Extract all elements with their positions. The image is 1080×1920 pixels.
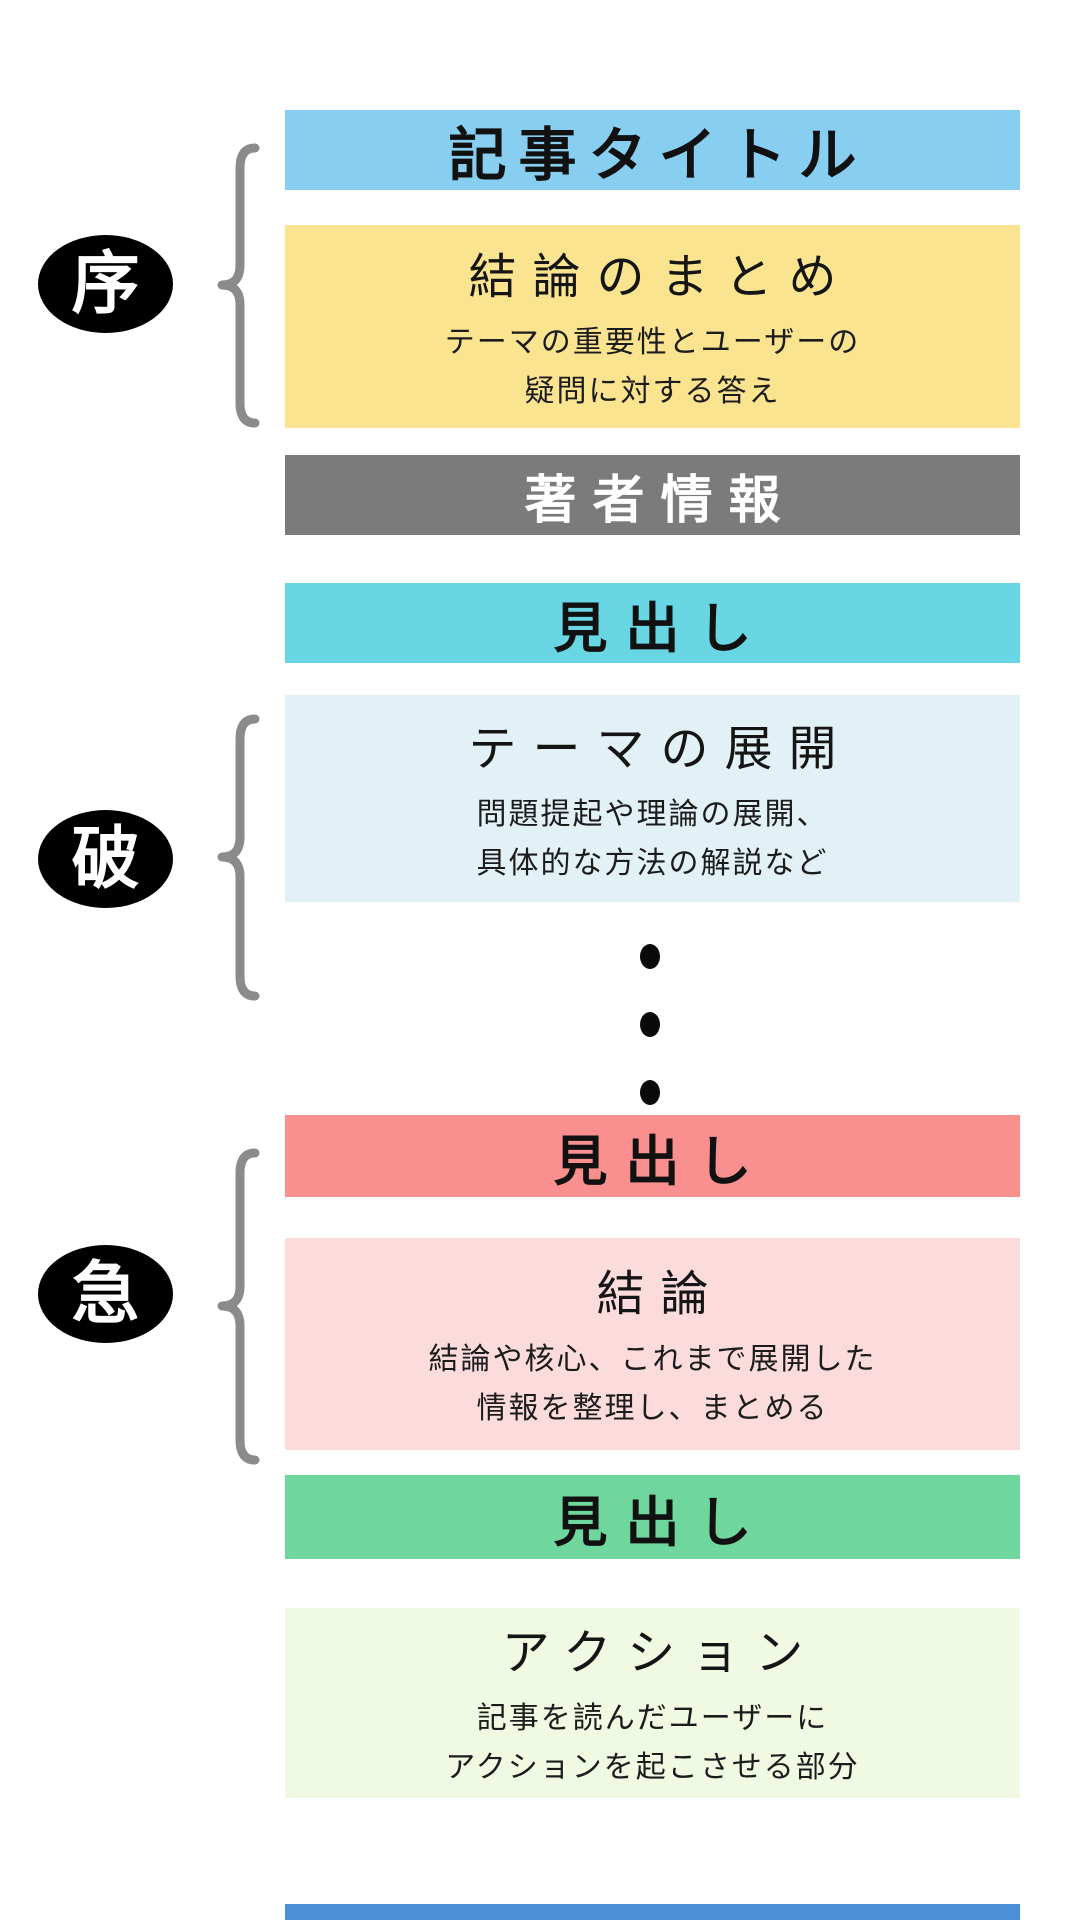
next-heading-bar-cutoff	[285, 1904, 1020, 1920]
conclusion-heading-bar: 見出し	[285, 1115, 1020, 1197]
stage-pill-jo: 序	[38, 235, 173, 333]
summary-box: 結論のまとめ テーマの重要性とユーザーの 疑問に対する答え	[285, 225, 1020, 428]
vertical-ellipsis-dot-2	[640, 1012, 660, 1037]
summary-desc-line2: 疑問に対する答え	[524, 374, 781, 408]
theme-title: テーマの展開	[468, 722, 853, 776]
author-info-text: 著者情報	[524, 472, 797, 530]
stage-pill-ha: 破	[38, 810, 173, 908]
conclusion-desc: 結論や核心、これまで展開した 情報を整理し、まとめる	[429, 1336, 877, 1433]
conclusion-desc-line1: 結論や核心、これまで展開した	[428, 1343, 877, 1377]
conclusion-desc-line2: 情報を整理し、まとめる	[476, 1392, 829, 1425]
summary-title: 結論のまとめ	[468, 250, 853, 304]
conclusion-title: 結論	[596, 1268, 725, 1322]
ha-brace-path	[217, 714, 260, 1001]
theme-desc-line2: 具体的な方法の解説など	[476, 846, 829, 880]
jo-brace-path	[217, 143, 260, 428]
theme-box: テーマの展開 問題提起や理論の展開、 具体的な方法の解説など	[285, 695, 1020, 902]
theme-desc: 問題提起や理論の展開、 具体的な方法の解説など	[477, 791, 829, 888]
theme-heading-text: 見出し	[553, 598, 770, 659]
author-info-bar: 著者情報	[285, 455, 1020, 535]
summary-desc: テーマの重要性とユーザーの 疑問に対する答え	[445, 319, 860, 416]
action-desc-line2: アクションを起こさせる部分	[445, 1751, 860, 1784]
vertical-ellipsis-dot-1	[640, 944, 660, 969]
theme-desc-line1: 問題提起や理論の展開、	[476, 797, 829, 831]
kyu-brace-path	[217, 1148, 260, 1465]
action-heading-text: 見出し	[553, 1492, 770, 1553]
summary-desc-line1: テーマの重要性とユーザーの	[444, 325, 861, 359]
theme-heading-bar: 見出し	[285, 583, 1020, 663]
stage-pill-kyu: 急	[38, 1245, 173, 1343]
stage-label-kyu: 急	[71, 1256, 140, 1332]
kyu-brace-icon	[217, 1148, 260, 1465]
action-heading-bar: 見出し	[285, 1475, 1020, 1559]
conclusion-box: 結論 結論や核心、これまで展開した 情報を整理し、まとめる	[285, 1238, 1020, 1450]
stage-label-jo: 序	[71, 246, 140, 322]
action-title: アクション	[501, 1627, 820, 1681]
conclusion-heading-text: 見出し	[553, 1131, 770, 1192]
jo-brace-icon	[217, 143, 260, 428]
article-title-bar: 記事タイトル	[285, 110, 1020, 190]
action-desc-line1: 記事を読んだユーザーに	[476, 1702, 829, 1736]
action-box: アクション 記事を読んだユーザーに アクションを起こさせる部分	[285, 1608, 1020, 1798]
article-title-text: 記事タイトル	[448, 123, 869, 188]
vertical-ellipsis-dot-3	[640, 1080, 660, 1105]
stage-label-ha: 破	[71, 821, 140, 897]
ha-brace-icon	[217, 714, 260, 1001]
action-desc: 記事を読んだユーザーに アクションを起こさせる部分	[445, 1695, 860, 1792]
